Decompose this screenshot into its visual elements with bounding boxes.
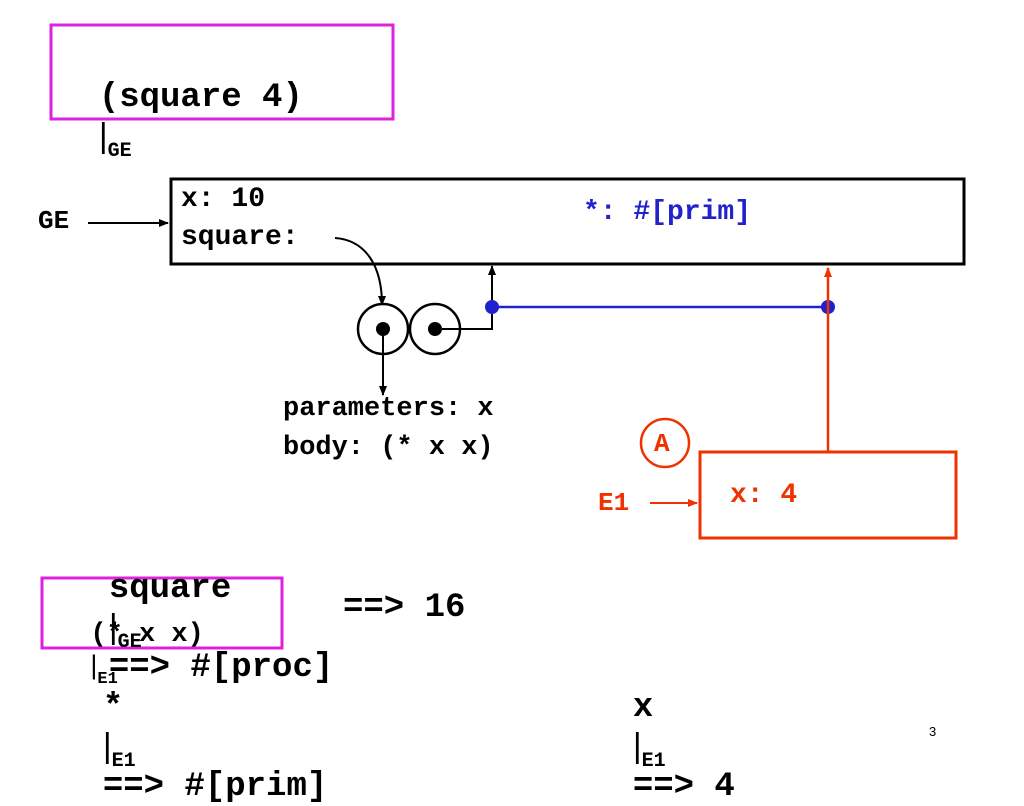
diagram-canvas bbox=[40, 23, 966, 650]
procedure-env-pointer bbox=[442, 265, 496, 330]
eval-x-bar: | bbox=[632, 727, 642, 765]
eval-star-expr: * bbox=[102, 689, 124, 727]
procedure-code-dot bbox=[376, 322, 390, 336]
eval-square-bar: | bbox=[108, 608, 118, 646]
title-env: GE bbox=[107, 140, 132, 163]
ge-binding-star: *: #[prim] bbox=[583, 197, 752, 228]
ge-binding-x: x: 10 bbox=[181, 184, 266, 215]
eval-body-env: E1 bbox=[97, 670, 118, 689]
ge-label: GE bbox=[38, 206, 70, 236]
eval-star-line: * |E1 ==> #[prim] bbox=[62, 651, 327, 806]
procedure-body: body: (* x x) bbox=[283, 433, 494, 463]
eval-square-line: square |GE ==> #[proc] bbox=[68, 532, 333, 687]
eval-body-line: (* x x) |E1 bbox=[58, 590, 204, 689]
eval-x-expr: x bbox=[632, 689, 654, 727]
eval-x-result: ==> 4 bbox=[632, 768, 735, 806]
eval-x-env: E1 bbox=[641, 750, 666, 773]
e1-label: E1 bbox=[598, 488, 630, 518]
eval-highlight-box bbox=[40, 576, 284, 650]
eval-body-result: ==> 16 bbox=[343, 589, 466, 627]
eval-square-env: GE bbox=[117, 631, 142, 654]
title-expr: (square 4) bbox=[98, 79, 303, 117]
title-expression: (square 4) |GE bbox=[58, 41, 303, 163]
eval-x-line: x |E1 ==> 4 bbox=[592, 651, 735, 806]
square-binding-arrow bbox=[334, 237, 386, 306]
slide-number: 3 bbox=[929, 724, 937, 739]
title-bar: | bbox=[98, 117, 108, 155]
ge-binding-square: square: bbox=[181, 222, 299, 253]
eval-body-expr: (* x x) bbox=[90, 620, 204, 650]
global-env-frame bbox=[169, 177, 966, 266]
procedure-params: parameters: x bbox=[283, 394, 494, 424]
e1-binding-x: x: 4 bbox=[730, 480, 798, 511]
marker-a-label: A bbox=[654, 429, 670, 459]
eval-body-bar: | bbox=[90, 650, 98, 680]
eval-star-bar: | bbox=[102, 727, 112, 765]
marker-a-circle bbox=[639, 417, 691, 469]
procedure-env-dot bbox=[428, 322, 442, 336]
blue-dot-left bbox=[485, 300, 499, 314]
title-highlight-box bbox=[49, 23, 395, 121]
eval-square-result: ==> #[proc] bbox=[108, 649, 334, 687]
eval-star-result: ==> #[prim] bbox=[102, 768, 328, 806]
eval-star-env: E1 bbox=[111, 750, 136, 773]
eval-square-expr: square bbox=[108, 570, 232, 608]
